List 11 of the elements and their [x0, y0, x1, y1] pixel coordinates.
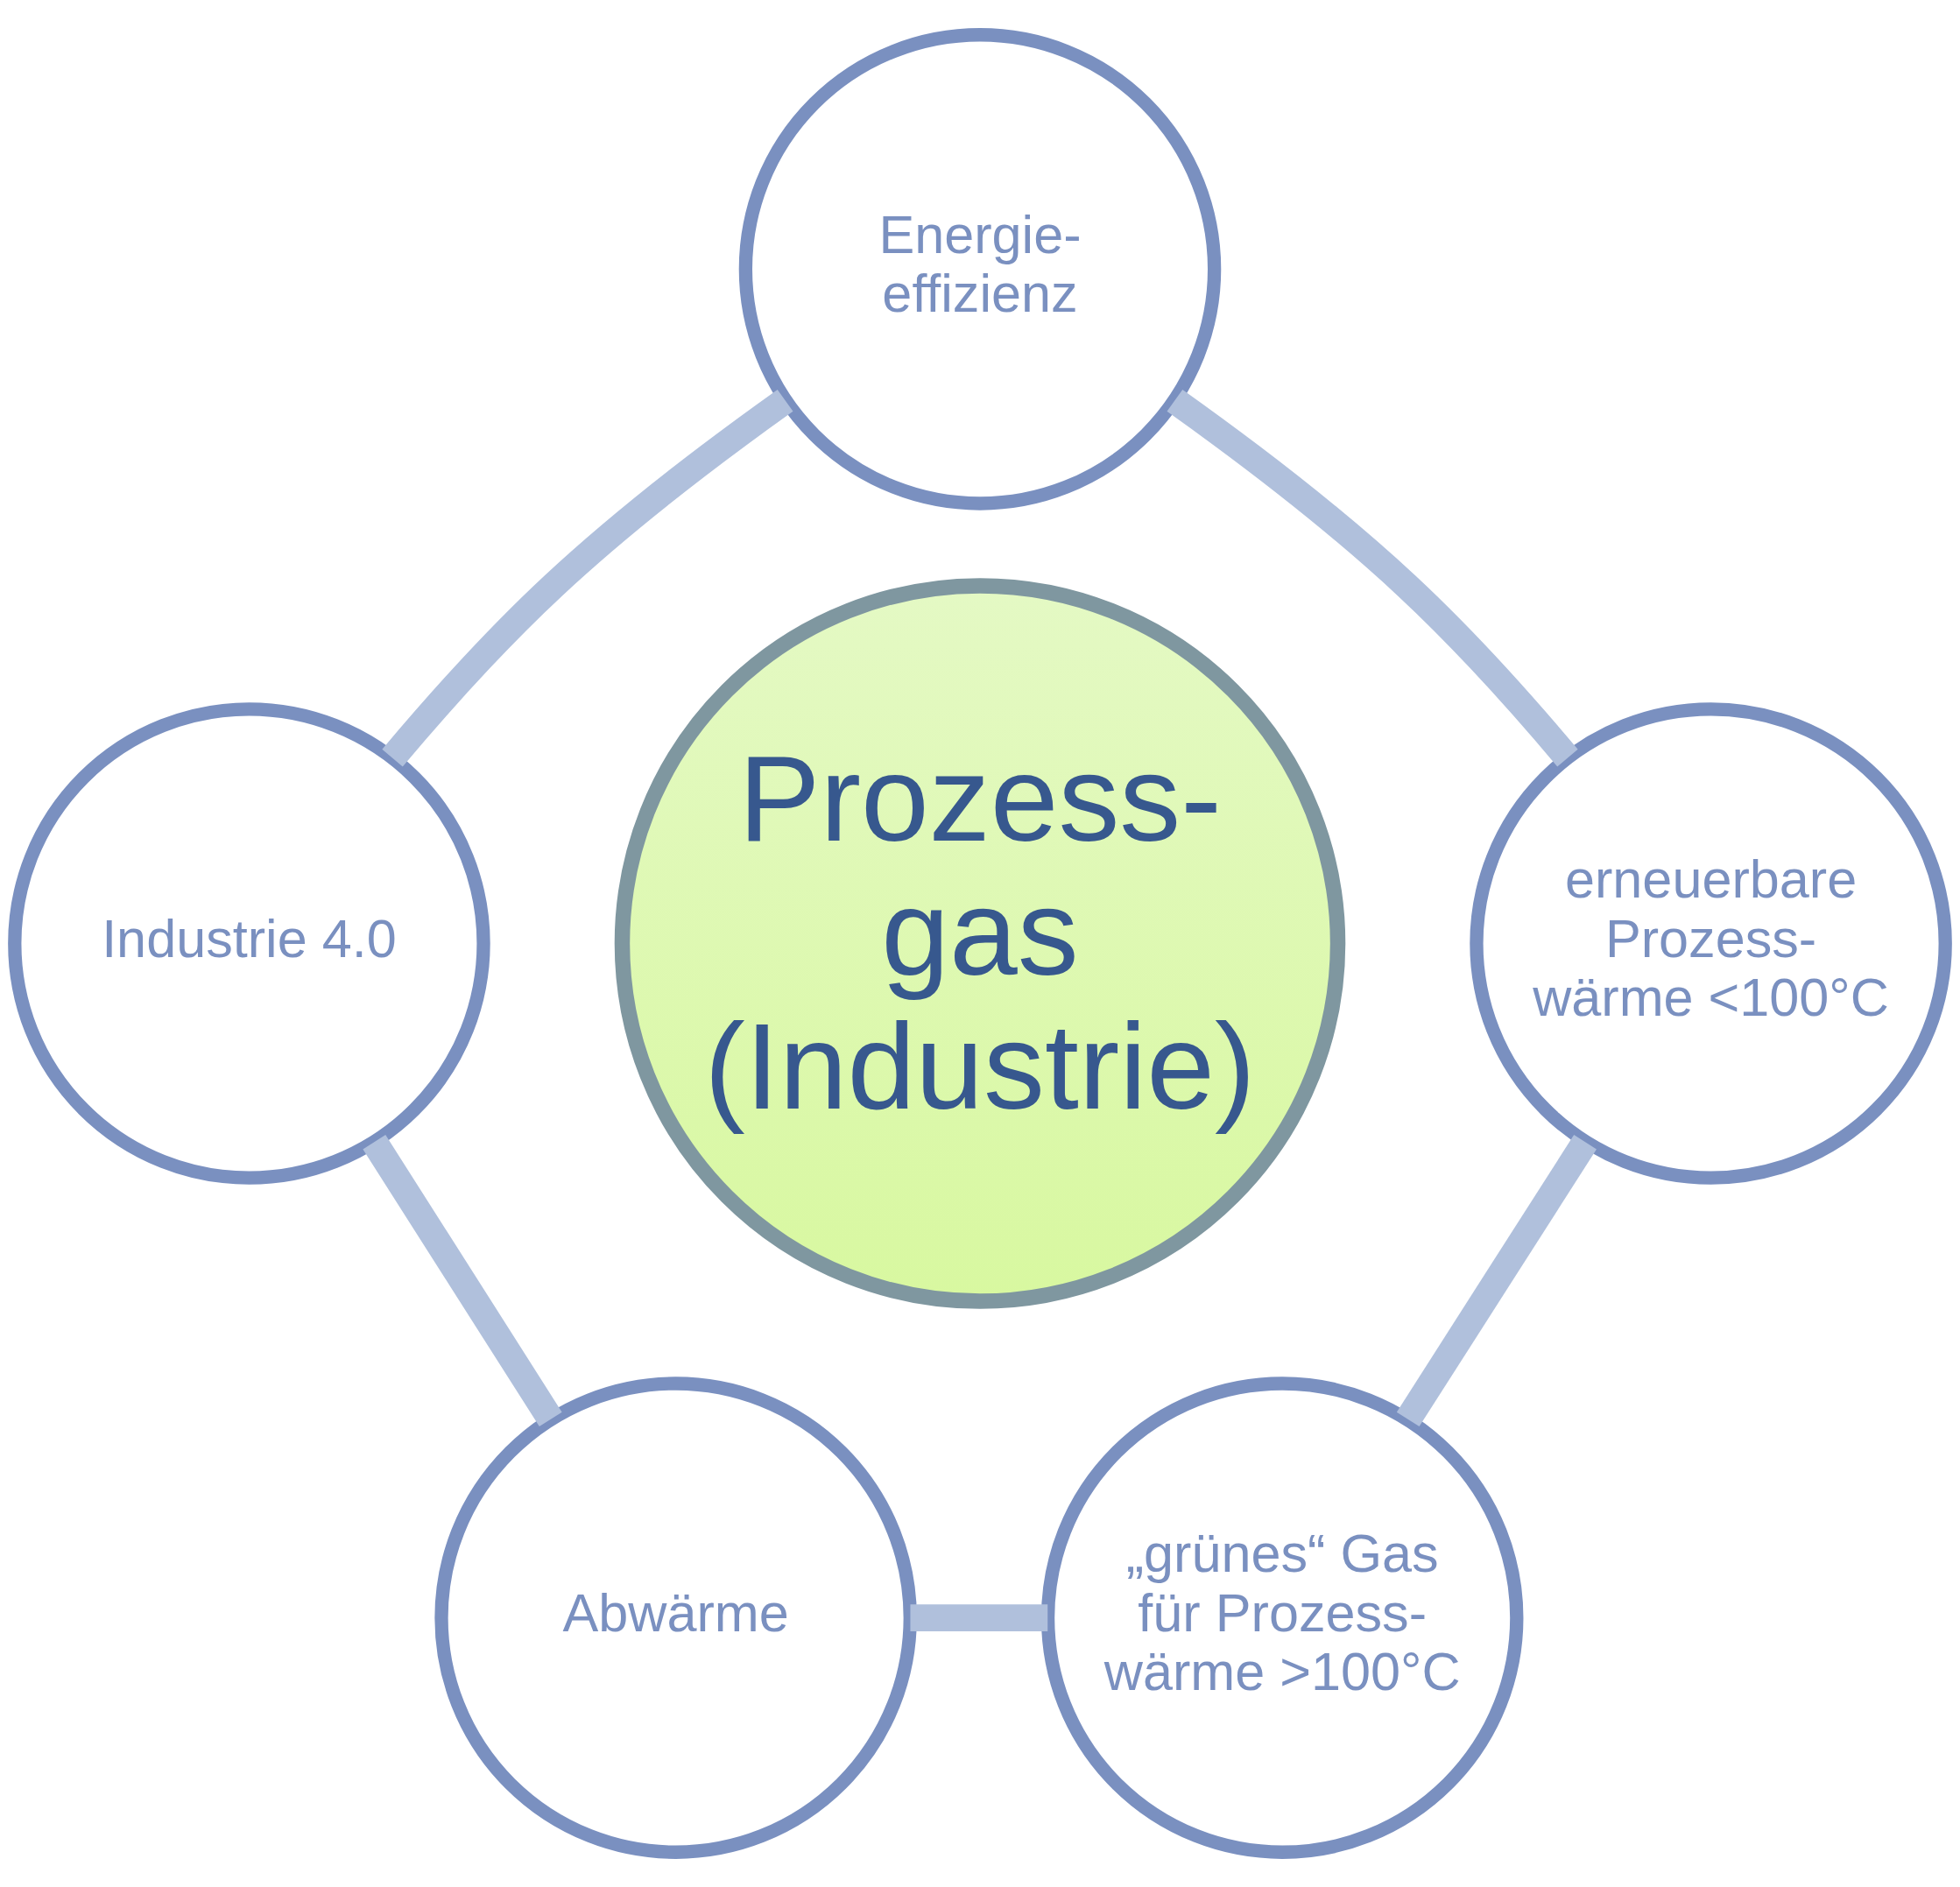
connector: [1167, 389, 1578, 767]
node-circle: Abwärme: [434, 1377, 917, 1859]
connector: [363, 1135, 562, 1427]
connector: [382, 389, 793, 767]
node-circle: „grünes“ Gas für Prozess- wärme >100°C: [1040, 1377, 1524, 1859]
node-circle: Prozess- gas (Industrie): [614, 578, 1346, 1309]
node-circle: Energie- effizienz: [738, 28, 1222, 510]
node-circle: Industrie 4.0: [8, 702, 490, 1185]
connector: [1396, 1135, 1597, 1427]
node-circle: erneuerbare Prozess- wärme <100°C: [1470, 702, 1952, 1185]
connector: [910, 1604, 1048, 1631]
